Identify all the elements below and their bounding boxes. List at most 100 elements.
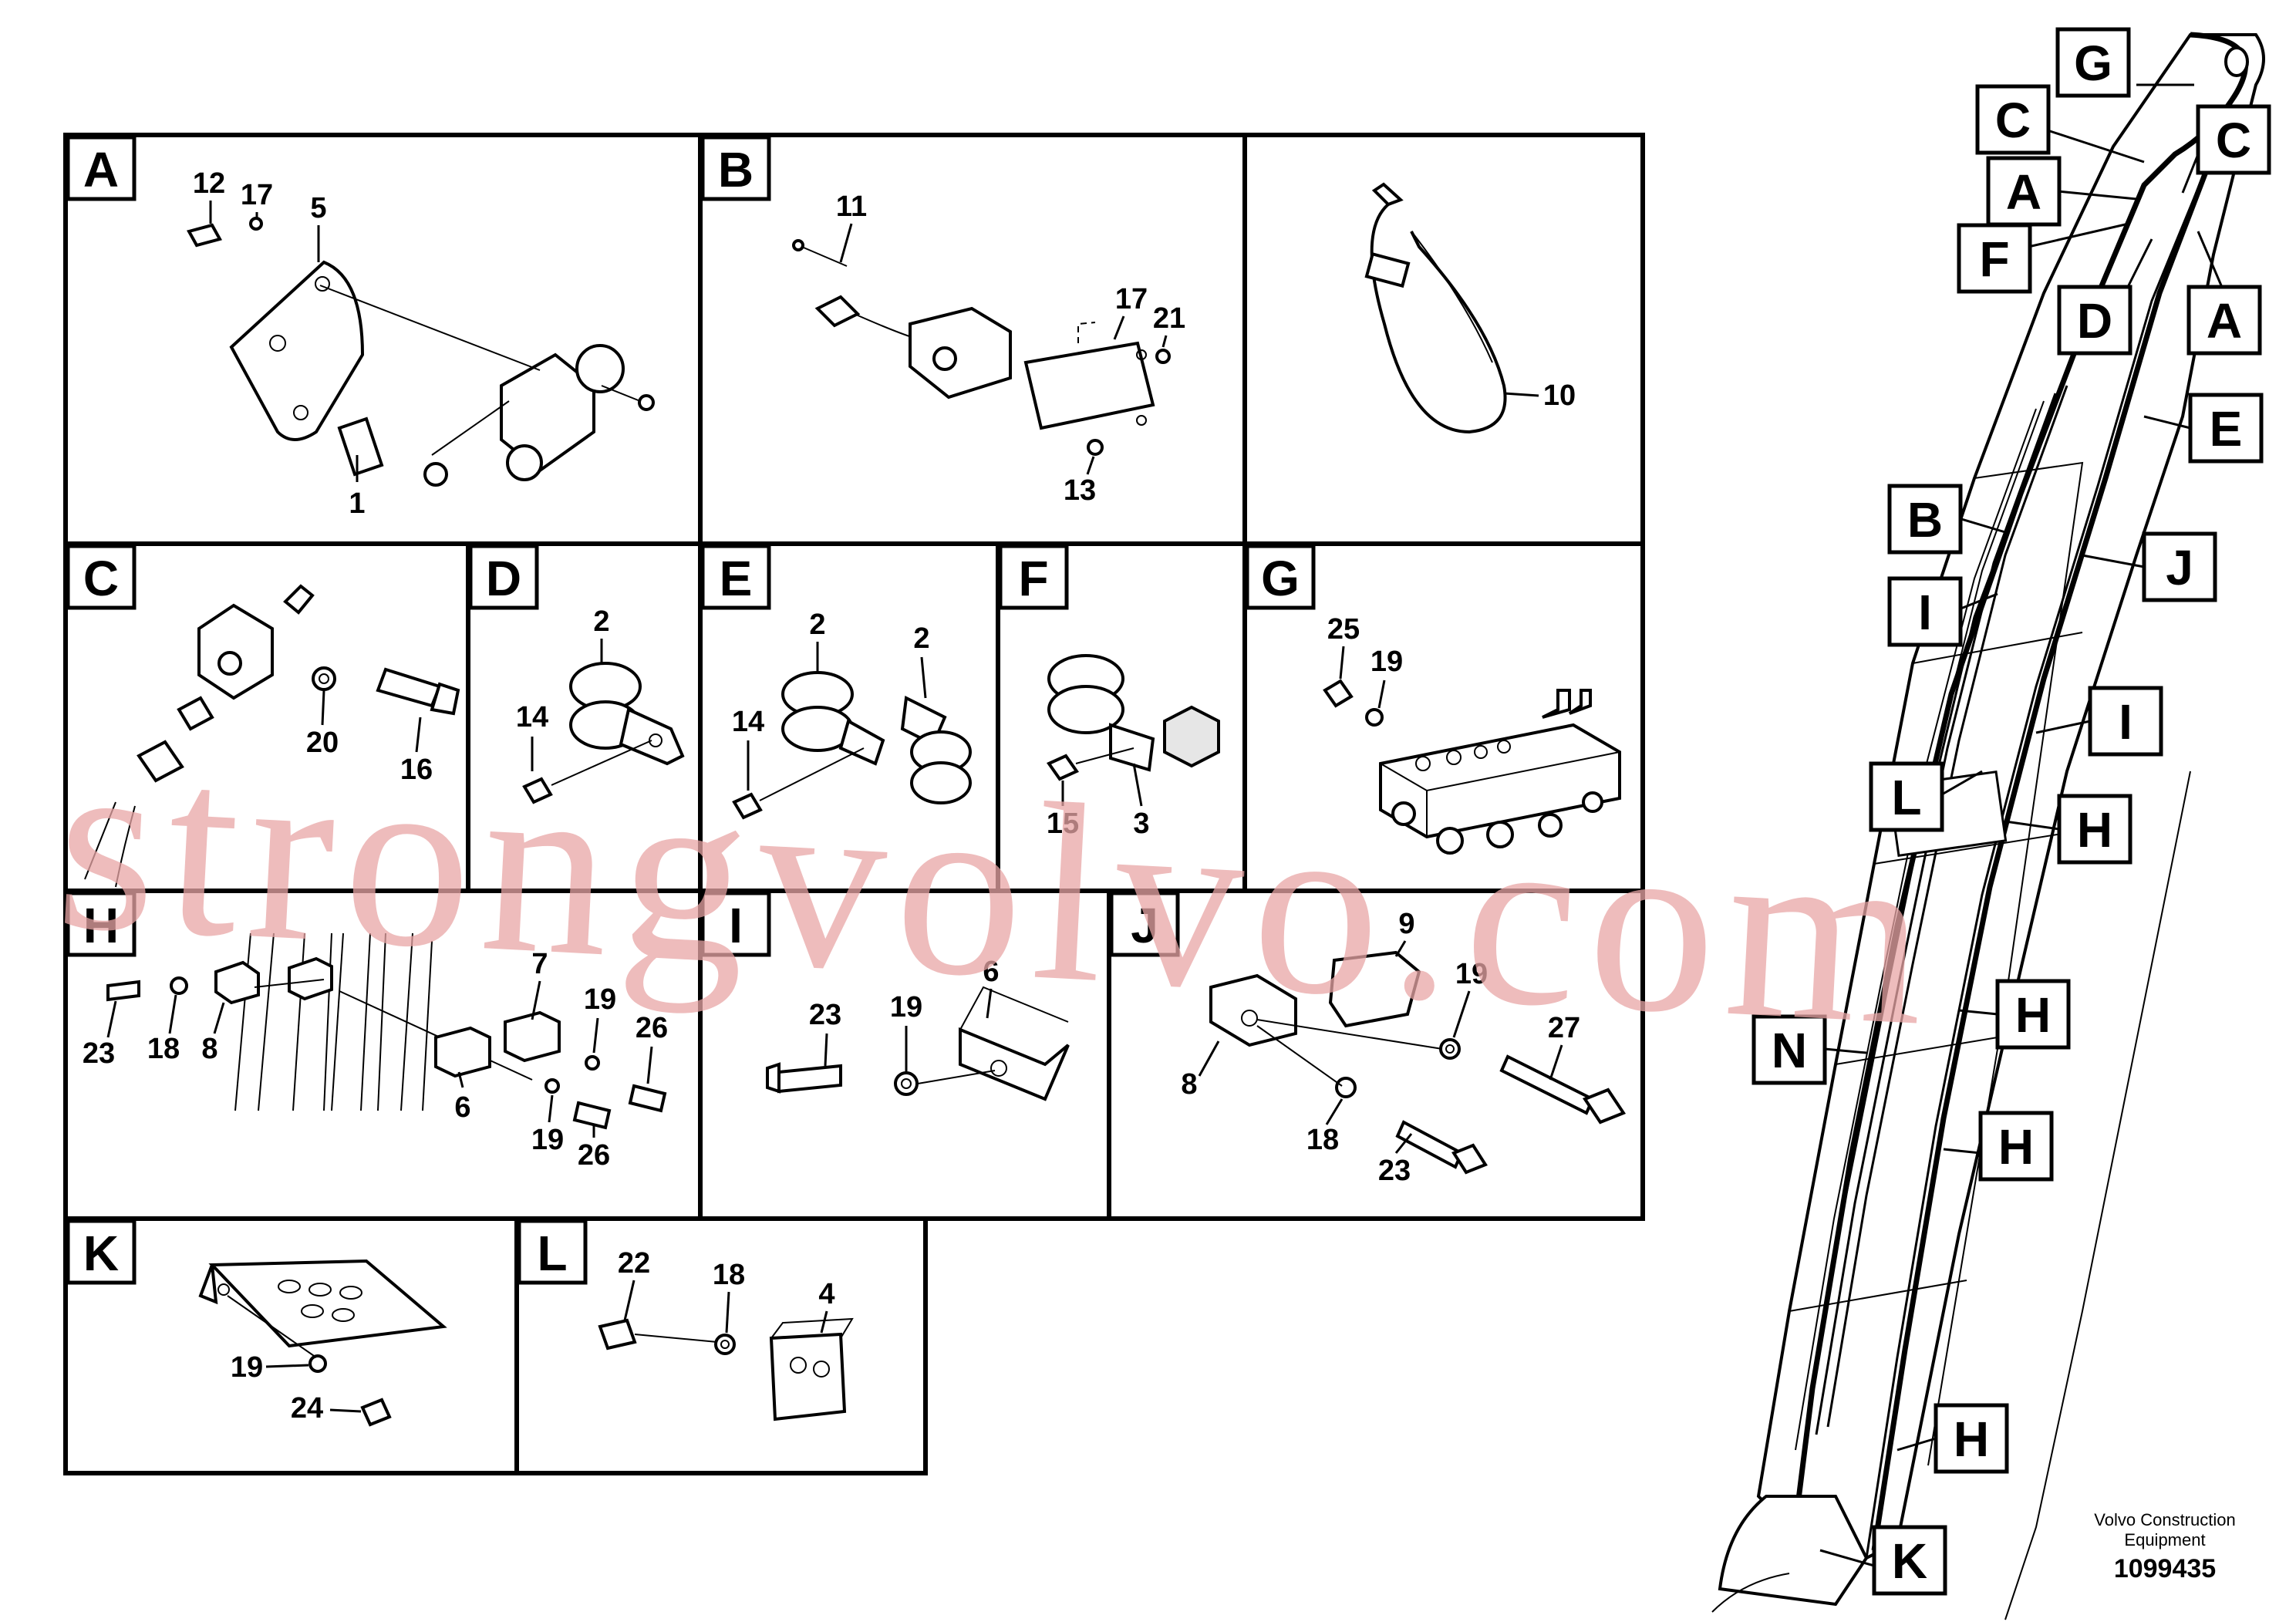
svg-text:2: 2 bbox=[593, 605, 609, 638]
svg-text:13: 13 bbox=[1064, 474, 1096, 507]
footer-line1: Volvo Construction bbox=[2094, 1510, 2235, 1529]
panel-h-drawing: 7 19 26 23 18 8 6 19 26 bbox=[83, 932, 668, 1172]
panel-tag-e: E bbox=[700, 544, 771, 610]
svg-text:F: F bbox=[1979, 231, 2009, 287]
panel-tag-f: F bbox=[998, 544, 1069, 610]
svg-text:L: L bbox=[537, 1226, 567, 1281]
footer: Volvo Construction Equipment 1099435 bbox=[2094, 1510, 2235, 1583]
svg-text:20: 20 bbox=[306, 727, 339, 759]
panel-d-drawing: 2 14 bbox=[516, 605, 685, 804]
footer-id: 1099435 bbox=[2114, 1554, 2216, 1583]
svg-text:K: K bbox=[83, 1226, 119, 1281]
svg-text:A: A bbox=[2006, 164, 2041, 220]
svg-text:8: 8 bbox=[201, 1033, 217, 1065]
callout-k: K bbox=[1819, 1525, 1947, 1596]
panel-f-drawing: 15 3 bbox=[1047, 654, 1220, 840]
callout-a-left: A bbox=[1986, 156, 2137, 227]
svg-text:11: 11 bbox=[836, 191, 867, 223]
svg-text:I: I bbox=[729, 898, 743, 953]
callout-h-2: H bbox=[1958, 979, 2071, 1050]
svg-text:19: 19 bbox=[584, 983, 616, 1016]
callout-i-right: I bbox=[2035, 686, 2163, 757]
callout-f: F bbox=[1957, 222, 2129, 294]
panel-tag-c: C bbox=[66, 544, 137, 610]
svg-text:A: A bbox=[2207, 293, 2242, 349]
callout-c-left: C bbox=[1975, 84, 2145, 164]
svg-text:16: 16 bbox=[400, 754, 433, 786]
svg-text:12: 12 bbox=[193, 167, 225, 200]
svg-text:4: 4 bbox=[818, 1278, 834, 1310]
callout-h-1: H bbox=[2004, 794, 2132, 865]
svg-text:2: 2 bbox=[913, 622, 929, 655]
panel-k-drawing: 19 24 bbox=[198, 1259, 447, 1427]
svg-text:23: 23 bbox=[1378, 1155, 1411, 1187]
svg-text:19: 19 bbox=[1371, 646, 1403, 678]
panel-tag-l: L bbox=[517, 1219, 588, 1285]
svg-text:D: D bbox=[2077, 293, 2112, 349]
svg-text:G: G bbox=[2074, 35, 2112, 91]
svg-text:6: 6 bbox=[983, 956, 999, 988]
panel-b-drawing: 11 17 21 13 bbox=[792, 191, 1185, 507]
callout-c-right: C bbox=[2181, 104, 2271, 194]
panel-frames bbox=[63, 133, 1645, 1475]
panel-tag-k: K bbox=[66, 1219, 137, 1285]
panel-tag-b: B bbox=[700, 135, 771, 201]
svg-text:25: 25 bbox=[1327, 613, 1360, 646]
svg-text:F: F bbox=[1018, 551, 1048, 606]
svg-text:N: N bbox=[1772, 1023, 1807, 1078]
svg-text:D: D bbox=[486, 551, 521, 606]
svg-text:7: 7 bbox=[531, 948, 548, 980]
panel-tag-i: I bbox=[700, 891, 771, 957]
callout-b: B bbox=[1887, 484, 2006, 555]
panel-e-drawing: 2 2 14 bbox=[732, 609, 972, 820]
svg-text:8: 8 bbox=[1181, 1068, 1197, 1101]
svg-text:26: 26 bbox=[578, 1139, 610, 1172]
svg-text:C: C bbox=[2216, 113, 2251, 168]
svg-text:H: H bbox=[1954, 1411, 1989, 1467]
watermark: strongvolvo.com bbox=[51, 700, 1943, 1079]
svg-text:H: H bbox=[2077, 802, 2112, 858]
svg-text:6: 6 bbox=[454, 1091, 470, 1124]
svg-text:21: 21 bbox=[1153, 302, 1185, 335]
callout-j: J bbox=[2082, 531, 2217, 602]
panel-tag-a: A bbox=[66, 135, 137, 201]
callout-n: N bbox=[1752, 1014, 1867, 1085]
callout-e: E bbox=[2143, 393, 2264, 464]
panel-c-drawing: 20 16 bbox=[84, 584, 460, 888]
svg-text:18: 18 bbox=[713, 1259, 745, 1291]
svg-text:19: 19 bbox=[531, 1124, 564, 1156]
boom-callouts: G C C A F D A E B J I I L H N H H H K bbox=[1752, 27, 2271, 1596]
svg-text:14: 14 bbox=[516, 701, 548, 733]
panel-tag-j: J bbox=[1109, 891, 1180, 957]
panel-j-drawing: 9 19 27 8 18 23 bbox=[1181, 908, 1627, 1187]
callout-g: G bbox=[2055, 27, 2194, 98]
panel-g-drawing: 25 19 bbox=[1323, 613, 1621, 855]
svg-text:19: 19 bbox=[231, 1351, 263, 1384]
svg-text:H: H bbox=[1998, 1119, 2034, 1175]
svg-text:23: 23 bbox=[809, 999, 841, 1031]
panel-tag-g: G bbox=[1245, 544, 1316, 610]
svg-text:B: B bbox=[718, 142, 754, 197]
svg-text:27: 27 bbox=[1548, 1012, 1580, 1044]
svg-text:C: C bbox=[1995, 93, 2031, 148]
callout-a-right: A bbox=[2186, 231, 2262, 356]
footer-line2: Equipment bbox=[2124, 1530, 2205, 1549]
svg-text:15: 15 bbox=[1047, 808, 1079, 840]
svg-text:3: 3 bbox=[1133, 808, 1149, 840]
svg-text:24: 24 bbox=[291, 1392, 323, 1425]
svg-text:E: E bbox=[720, 551, 753, 606]
svg-text:19: 19 bbox=[890, 991, 922, 1023]
svg-text:G: G bbox=[1261, 551, 1300, 606]
svg-text:5: 5 bbox=[310, 192, 326, 224]
svg-text:I: I bbox=[2119, 694, 2132, 750]
svg-text:14: 14 bbox=[732, 706, 764, 738]
svg-text:L: L bbox=[1891, 770, 1921, 825]
svg-text:A: A bbox=[83, 142, 119, 197]
svg-text:17: 17 bbox=[1115, 283, 1148, 315]
svg-text:22: 22 bbox=[618, 1247, 650, 1280]
svg-text:H: H bbox=[2015, 987, 2051, 1043]
callout-i-left: I bbox=[1887, 576, 1998, 647]
panel-l-drawing: 22 18 4 bbox=[598, 1247, 854, 1421]
svg-text:10: 10 bbox=[1543, 379, 1576, 412]
